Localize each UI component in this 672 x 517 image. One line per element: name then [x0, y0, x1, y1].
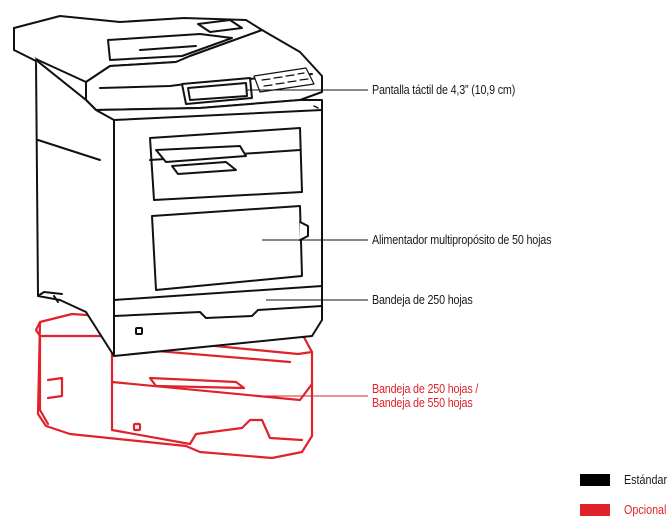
- legend-standard: Estándar: [580, 473, 672, 487]
- legend-standard-label: Estándar: [624, 473, 668, 487]
- legend-optional-swatch: [580, 504, 610, 516]
- touchscreen-callout: Pantalla táctil de 4,3” (10,9 cm): [372, 83, 516, 97]
- optional-tray-callout-line2: Bandeja de 550 hojas: [372, 396, 473, 410]
- optional-tray-drawing: [34, 312, 314, 460]
- mp-feeder-callout: Alimentador multipropósito de 50 hojas: [372, 233, 552, 247]
- legend-optional: Opcional: [580, 503, 672, 517]
- standard-tray-callout: Bandeja de 250 hojas: [372, 293, 473, 307]
- legend-standard-swatch: [580, 474, 610, 486]
- printer-drawing: [13, 15, 323, 357]
- leader-lines: [246, 89, 368, 397]
- legend-optional-label: Opcional: [624, 503, 667, 517]
- optional-tray-callout-line1: Bandeja de 250 hojas /: [372, 382, 479, 396]
